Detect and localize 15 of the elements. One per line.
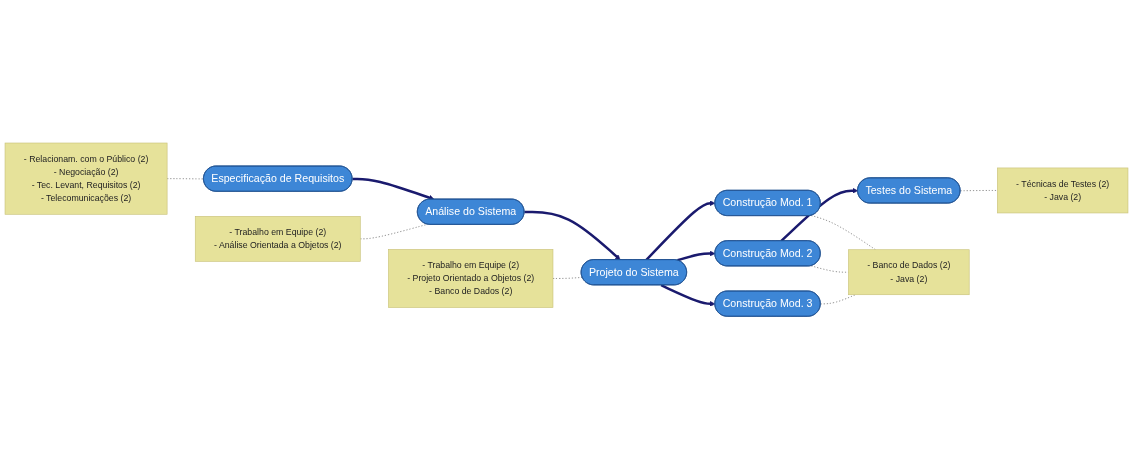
- node-box: - Relacionam. com o Público (2) - Negociação (2) - Tec. Levant, Requisitos (2) - Telecomunicações (2): [4, 142, 168, 215]
- connector: [552, 276, 583, 279]
- arrow: [645, 200, 716, 261]
- node-box: - Trabalho em Equipe (2) - Análise Orientada a Objetos (2): [194, 215, 361, 262]
- arrow: [524, 210, 621, 260]
- node-box: - Técnicas de Testes (2) - Java (2): [997, 167, 1129, 214]
- arrow: [660, 283, 716, 307]
- connector: [810, 215, 876, 250]
- arrow: [352, 177, 435, 201]
- arrow: [780, 187, 859, 242]
- connector: [810, 265, 849, 273]
- connector: [960, 190, 998, 191]
- arrow: [677, 250, 716, 262]
- node-box: - Trabalho em Equipe (2) - Projeto Orientado a Objetos (2) - Banco de Dados (2): [388, 248, 554, 308]
- node-box: - Banco de Dados (2) - Java (2): [848, 249, 970, 295]
